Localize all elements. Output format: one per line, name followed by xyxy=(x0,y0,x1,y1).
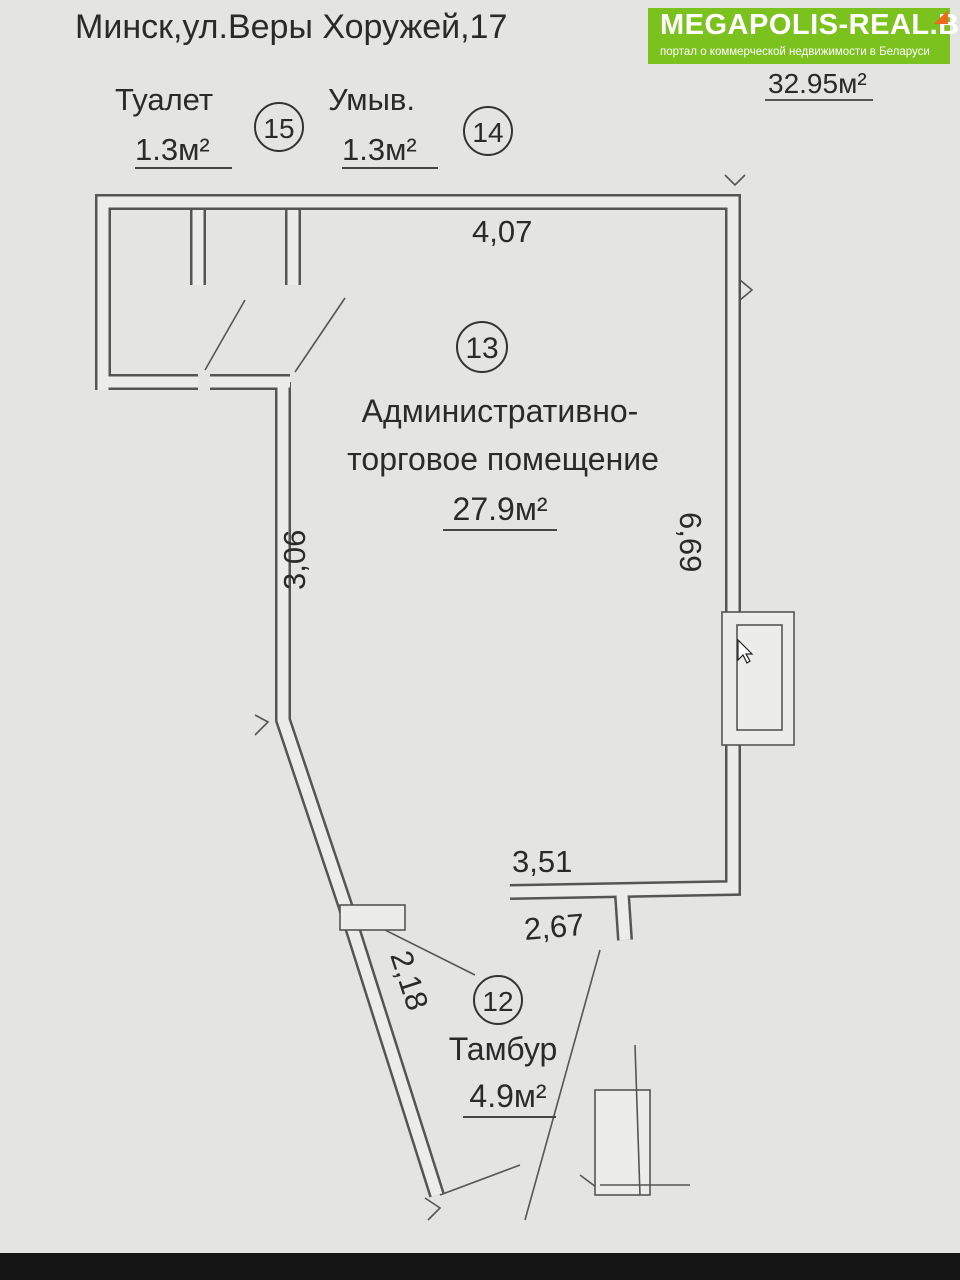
room-12-name: Тамбур xyxy=(449,1031,558,1067)
dimension-bottom: 3,51 xyxy=(512,844,572,879)
dimension-vestibule-side: 2,18 xyxy=(383,946,435,1014)
dimension-vestibule-width: 2,67 xyxy=(523,907,586,947)
watermark-logo: MEGAPOLIS-REAL.BY портал о коммерческой … xyxy=(648,8,960,64)
dimension-right: 6,69 xyxy=(673,512,708,572)
room-15: Туалет 1.3м² 15 xyxy=(115,82,304,169)
room-12-area: 4.9м² xyxy=(469,1078,546,1114)
room-12: 12 Тамбур 4.9м² xyxy=(449,975,558,1118)
room-13-name-line2: торговое помещение xyxy=(347,441,659,477)
room-15-area: 1.3м² xyxy=(135,132,210,167)
screen-bezel xyxy=(0,1253,960,1280)
room-13-name-line1: Административно- xyxy=(362,393,639,429)
walls xyxy=(95,174,795,1221)
total-area: 32.95м² xyxy=(768,68,867,99)
door-swings xyxy=(204,297,346,373)
room-13: 13 Административно- торговое помещение 2… xyxy=(347,321,659,531)
room-15-number: 15 xyxy=(263,113,294,144)
dimension-top: 4,07 xyxy=(472,214,532,249)
dimension-left: 3,06 xyxy=(277,530,312,590)
room-14-number: 14 xyxy=(472,117,503,148)
room-13-number: 13 xyxy=(465,332,498,365)
corner-fold-icon xyxy=(934,10,948,24)
watermark-tagline: портал о коммерческой недвижимости в Бел… xyxy=(660,46,930,58)
watermark-name: MEGAPOLIS-REAL.BY xyxy=(660,9,960,41)
room-14: Умыв. 1.3м² 14 xyxy=(328,82,513,169)
mouse-cursor-icon xyxy=(737,638,754,664)
room-15-name: Туалет xyxy=(115,82,213,117)
door-swings-vestibule xyxy=(344,909,601,1221)
room-14-area: 1.3м² xyxy=(342,132,417,167)
plan-title: Минск,ул.Веры Хоружей,17 xyxy=(75,8,507,46)
room-13-area: 27.9м² xyxy=(453,491,548,527)
room-12-number: 12 xyxy=(482,986,513,1017)
room-14-name: Умыв. xyxy=(328,82,415,117)
